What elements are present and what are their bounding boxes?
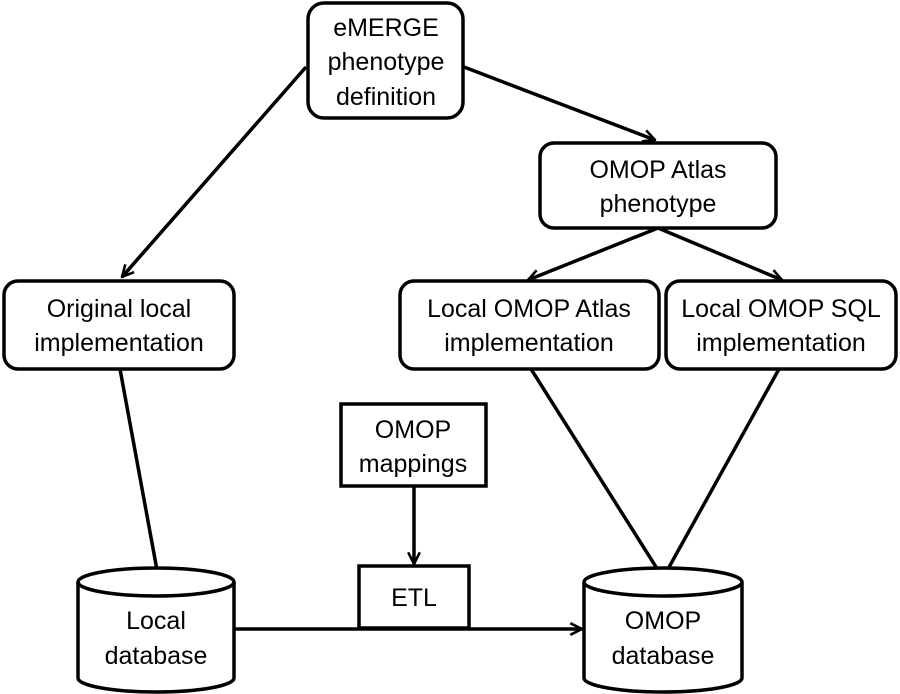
- node-omop-db-line-2: database: [612, 642, 715, 670]
- node-omop-mappings: OMOP mappings: [339, 402, 488, 488]
- node-omop-database: OMOP database: [582, 566, 744, 694]
- node-local-db-line-2: database: [105, 642, 208, 670]
- edge-original-local-to-local-db: [118, 368, 159, 571]
- node-local-omop-sql-implementation: Local OMOP SQL implementation: [664, 279, 898, 371]
- node-omop-atlas-phenotype: OMOP Atlas phenotype: [538, 141, 778, 230]
- node-emerge-line-3: definition: [336, 83, 436, 111]
- node-local-db-line-1: Local: [126, 607, 186, 635]
- edge-emerge-to-atlas-phenotype: [463, 65, 655, 140]
- node-omop-db-line-1: OMOP: [625, 607, 701, 635]
- node-emerge-line-2: phenotype: [328, 48, 445, 76]
- node-original-local-implementation: Original local implementation: [2, 279, 236, 371]
- node-atlas-phenotype-line-1: OMOP Atlas: [589, 156, 726, 184]
- node-atlas-phenotype-line-2: phenotype: [600, 190, 717, 218]
- node-emerge-phenotype-definition: eMERGE phenotype definition: [306, 1, 465, 120]
- edge-emerge-to-original-local: [122, 65, 308, 277]
- node-local-atlas-line-1: Local OMOP Atlas: [427, 295, 631, 323]
- edge-local-atlas-to-omop-db: [529, 368, 665, 579]
- edge-atlas-to-local-sql: [657, 226, 782, 280]
- node-mappings-line-2: mappings: [359, 450, 467, 478]
- node-local-omop-atlas-implementation: Local OMOP Atlas implementation: [398, 279, 661, 371]
- node-mappings-line-1: OMOP: [375, 416, 451, 444]
- node-local-sql-line-1: Local OMOP SQL: [681, 295, 881, 323]
- node-local-database: Local database: [76, 566, 236, 694]
- node-original-local-line-2: implementation: [34, 329, 204, 357]
- node-original-local-line-1: Original local: [47, 295, 192, 323]
- node-etl: ETL: [357, 564, 471, 630]
- node-etl-label: ETL: [391, 584, 437, 612]
- node-local-sql-line-2: implementation: [696, 329, 866, 357]
- node-local-atlas-line-2: implementation: [444, 329, 614, 357]
- edge-local-sql-to-omop-db: [661, 368, 781, 579]
- node-emerge-line-1: eMERGE: [333, 14, 439, 42]
- edge-atlas-to-local-atlas: [528, 226, 659, 280]
